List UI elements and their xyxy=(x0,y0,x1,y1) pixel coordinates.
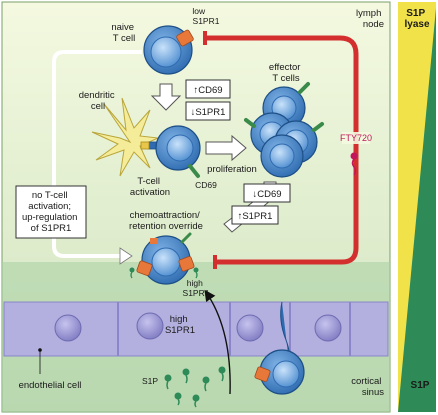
t-cell-activation-label: T-cell activation xyxy=(130,176,170,198)
fty720-molecule-icon xyxy=(350,152,358,176)
activation-arrow xyxy=(150,83,182,111)
fty720-inhibition-path xyxy=(203,31,370,269)
low-s1pr1-label: low S1PR1 xyxy=(192,6,219,26)
up-cd69-label: ↑CD69 xyxy=(193,85,222,96)
s1p-gradient-bar xyxy=(398,2,436,412)
proliferation-label: proliferation xyxy=(207,164,257,175)
egress-markers-box xyxy=(231,183,291,225)
naive-t-cell xyxy=(143,25,194,75)
up-s1pr1-label: ↑S1PR1 xyxy=(238,211,273,222)
s1p-chemotaxis-arrow xyxy=(204,289,231,395)
cd69-label: CD69 xyxy=(195,180,217,190)
dendritic-cell xyxy=(91,97,160,177)
cd69-marker-icon xyxy=(188,164,200,178)
s1pr1-receptor-icon xyxy=(176,29,194,47)
s1p-molecules xyxy=(164,366,226,408)
high-s1pr1-t-cell xyxy=(129,232,199,285)
egressing-t-cell xyxy=(254,301,305,395)
high-s1pr1-cell-label: high S1PR1 xyxy=(183,278,210,298)
cortical-sinus-label: cortical sinus xyxy=(351,376,384,398)
s1p-lyase-label: S1P lyase xyxy=(404,8,429,30)
dendritic-cell-label: dendritic cell xyxy=(79,90,118,112)
fty720-label: FTY720 xyxy=(340,133,372,143)
no-activation-box xyxy=(15,185,87,239)
down-cd69-label: ↓CD69 xyxy=(252,189,281,200)
naive-t-cell-label: naive T cell xyxy=(111,22,136,44)
s1p-molecule-label: S1P xyxy=(142,376,158,386)
no-activation-label: no T-cell activation; up-regulation of S… xyxy=(22,190,80,234)
effector-t-cells-label: effector T cells xyxy=(269,62,303,84)
proliferation-arrow xyxy=(205,134,247,162)
endothelium xyxy=(3,301,389,357)
activated-t-cell xyxy=(155,125,201,178)
activation-markers-box xyxy=(185,79,231,121)
high-s1pr1-endothelium-label: high S1PR1 xyxy=(165,314,195,336)
s1p-gradient-label: S1P xyxy=(411,380,430,391)
effector-t-cells xyxy=(244,82,324,178)
lymph-node-label: lymph node xyxy=(356,8,384,30)
down-s1pr1-label: ↓S1PR1 xyxy=(191,107,226,118)
chemoattraction-label: chemoattraction/ retention override xyxy=(129,210,203,232)
no-activation-path xyxy=(52,50,142,258)
endothelial-cell-label: endothelial cell xyxy=(19,380,82,391)
